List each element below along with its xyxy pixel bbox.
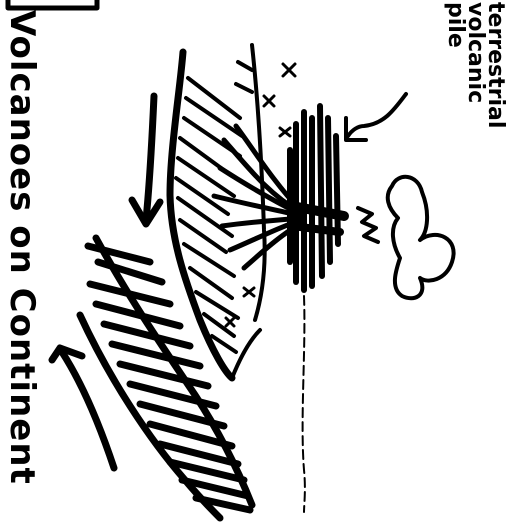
ground-surface-line: [303, 296, 305, 512]
volcanic-layers: [290, 106, 344, 290]
eruption-cloud: [388, 177, 454, 298]
annotation-pointer-arrow: [346, 94, 406, 140]
plate-motion-arrow: [132, 96, 160, 224]
heat-wave-marks: [358, 208, 378, 242]
continental-crust: [170, 45, 265, 378]
title-box-bracket: [8, 0, 97, 8]
diagram-title: Volcanoes on Continent: [2, 10, 42, 485]
volcanic-pile-annotation: terrestrial volcanic pile: [445, 2, 505, 128]
crust-hatching: [176, 62, 252, 352]
crust-base-line: [232, 330, 260, 378]
oceanic-plate: [80, 238, 252, 518]
